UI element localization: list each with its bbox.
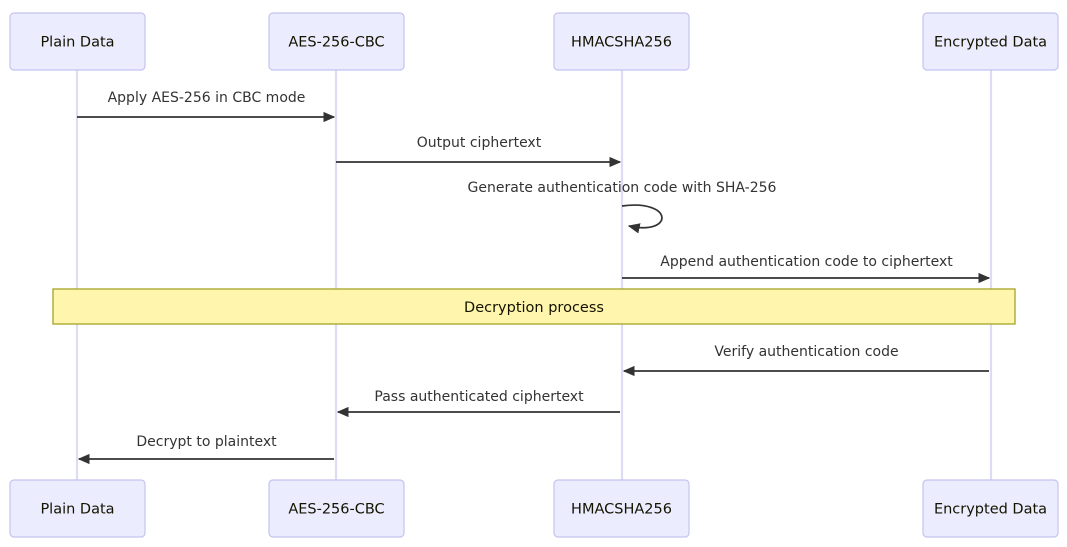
participant-label: AES-256-CBC (288, 35, 384, 51)
message-label: Apply AES-256 in CBC mode (108, 90, 306, 106)
participant-label: Plain Data (40, 502, 114, 518)
participant-bottom-plain[interactable]: Plain Data (9, 479, 146, 538)
participant-top-enc[interactable]: Encrypted Data (922, 12, 1059, 71)
message-3: Generate authentication code with SHA-25… (468, 180, 777, 234)
participant-bottom-enc[interactable]: Encrypted Data (922, 479, 1059, 538)
note-label: Decryption process (464, 300, 604, 316)
participant-label: Plain Data (40, 35, 114, 51)
participant-label: AES-256-CBC (288, 502, 384, 518)
message-6: Pass authenticated ciphertext (336, 389, 620, 418)
message-1: Apply AES-256 in CBC mode (77, 90, 336, 123)
participant-box (9, 479, 146, 538)
message-label: Pass authenticated ciphertext (374, 389, 584, 405)
participant-bottom-hmac[interactable]: HMACSHA256 (553, 479, 690, 538)
lifelines-layer (75, 70, 993, 480)
participant-box (922, 479, 1059, 538)
participant-box (268, 479, 405, 538)
message-7: Decrypt to plaintext (77, 434, 334, 465)
notes-layer: Decryption process (52, 288, 1016, 325)
actors-bottom-layer: Plain Data AES-256-CBC HMACSHA256 Encrypted… (9, 479, 1059, 538)
participant-label: Encrypted Data (934, 502, 1047, 518)
participant-bottom-aes[interactable]: AES-256-CBC (268, 479, 405, 538)
participant-box (9, 12, 146, 71)
participant-label: HMACSHA256 (571, 502, 672, 518)
actors-top-layer: Plain Data AES-256-CBC HMACSHA256 Encrypted… (9, 12, 1059, 71)
participant-box (553, 479, 690, 538)
note-banner: Decryption process (52, 288, 1016, 325)
message-label: Append authentication code to ciphertext (660, 254, 953, 270)
participant-top-hmac[interactable]: HMACSHA256 (553, 12, 690, 71)
participant-box (553, 12, 690, 71)
participant-top-plain[interactable]: Plain Data (9, 12, 146, 71)
participant-label: Encrypted Data (934, 35, 1047, 51)
participant-box (922, 12, 1059, 71)
participant-box (268, 12, 405, 71)
message-label: Generate authentication code with SHA-25… (468, 180, 777, 196)
message-2: Output ciphertext (336, 135, 622, 168)
participant-label: HMACSHA256 (571, 35, 672, 51)
message-label: Output ciphertext (417, 135, 542, 151)
participant-top-aes[interactable]: AES-256-CBC (268, 12, 405, 71)
message-5: Verify authentication code (622, 344, 989, 377)
message-label: Decrypt to plaintext (136, 434, 277, 450)
message-label: Verify authentication code (714, 344, 898, 360)
message-4: Append authentication code to ciphertext (622, 254, 991, 284)
self-loop-arrow (621, 204, 663, 234)
note-rect (52, 288, 1016, 325)
